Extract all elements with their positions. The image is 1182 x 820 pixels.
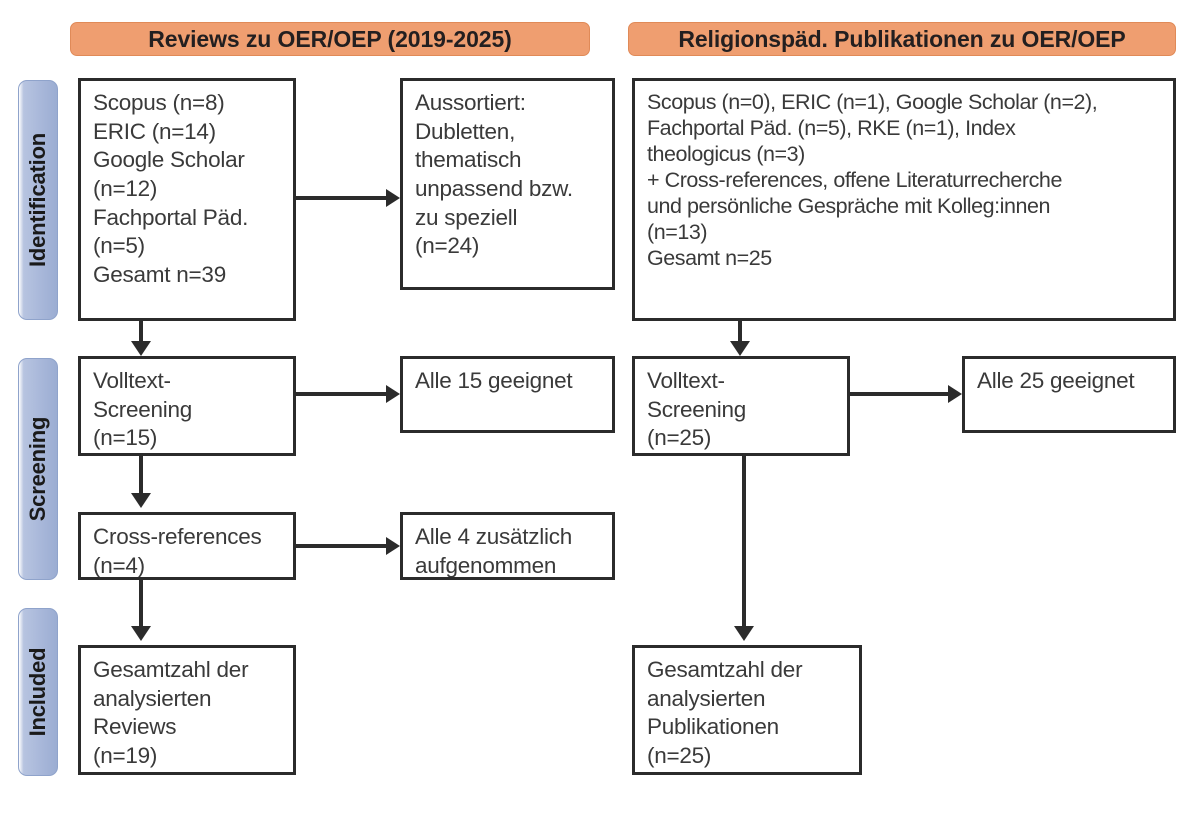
connector-left-screening-to-result — [296, 392, 386, 396]
stage-label-screening: Screening — [18, 358, 58, 580]
connector-left-screening-to-crossrefs — [139, 456, 143, 493]
stage-label-included: Included — [18, 608, 58, 776]
arrowhead-left-crossrefs-to-included — [131, 626, 151, 641]
stage-label-screening-text: Screening — [25, 416, 50, 522]
connector-left-crossrefs-to-result — [296, 544, 386, 548]
arrowhead-left-screening-to-result — [386, 385, 400, 403]
box-left-sources: Scopus (n=8) ERIC (n=14) Google Scholar … — [78, 78, 296, 321]
arrowhead-left-sources-to-screening — [131, 341, 151, 356]
connector-right-screening-to-result — [850, 392, 948, 396]
box-left-fulltext-screening: Volltext- Screening (n=15) — [78, 356, 296, 456]
box-right-included-total: Gesamtzahl der analysierten Publikatione… — [632, 645, 862, 775]
connector-left-crossrefs-to-included — [139, 580, 143, 626]
column-header-right: Religionspäd. Publikationen zu OER/OEP — [628, 22, 1176, 56]
arrowhead-right-screening-to-result — [948, 385, 962, 403]
box-right-sources: Scopus (n=0), ERIC (n=1), Google Scholar… — [632, 78, 1176, 321]
box-right-fulltext-screening: Volltext- Screening (n=25) — [632, 356, 850, 456]
arrowhead-right-screening-to-included — [734, 626, 754, 641]
stage-label-identification: Identification — [18, 80, 58, 320]
arrowhead-left-sources-to-excluded — [386, 189, 400, 207]
arrowhead-left-screening-to-crossrefs — [131, 493, 151, 508]
box-left-screening-result: Alle 15 geeignet — [400, 356, 615, 433]
column-header-left: Reviews zu OER/OEP (2019-2025) — [70, 22, 590, 56]
connector-right-screening-to-included — [742, 456, 746, 626]
stage-label-included-text: Included — [25, 647, 50, 737]
box-left-crossrefs: Cross-references (n=4) — [78, 512, 296, 580]
arrowhead-right-sources-to-screening — [730, 341, 750, 356]
connector-right-sources-to-screening — [738, 321, 742, 341]
connector-left-sources-to-excluded — [296, 196, 386, 200]
box-left-crossrefs-result: Alle 4 zusätzlich aufgenommen — [400, 512, 615, 580]
box-right-screening-result: Alle 25 geeignet — [962, 356, 1176, 433]
box-left-included-total: Gesamtzahl der analysierten Reviews (n=1… — [78, 645, 296, 775]
arrowhead-left-crossrefs-to-result — [386, 537, 400, 555]
stage-label-identification-text: Identification — [25, 132, 50, 268]
box-left-excluded: Aussortiert: Dubletten, thematisch unpas… — [400, 78, 615, 290]
connector-left-sources-to-screening — [139, 321, 143, 341]
